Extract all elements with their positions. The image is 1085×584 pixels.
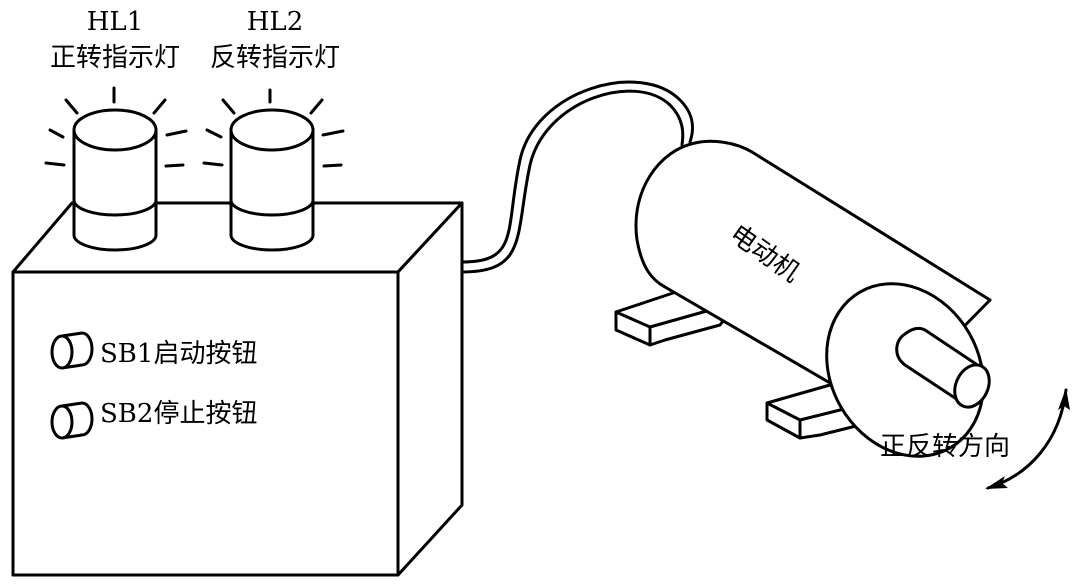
lamp-hl1	[44, 86, 188, 252]
button-sb1-label: SB1启动按钮	[100, 339, 257, 369]
motor: 电动机	[634, 139, 992, 458]
button-sb2-label: SB2停止按钮	[100, 399, 257, 429]
light-rays-icon	[202, 88, 345, 168]
lamp-hl2	[202, 88, 345, 252]
lamp-hl2-label: 反转指示灯	[210, 43, 340, 73]
button-sb1[interactable]	[50, 331, 94, 370]
lamp-hl1-id: HL1	[87, 7, 143, 37]
button-sb2[interactable]	[50, 401, 94, 440]
control-box	[11, 201, 464, 577]
lamp-hl1-label: 正转指示灯	[50, 43, 180, 73]
light-rays-icon	[44, 86, 188, 168]
cable	[460, 80, 695, 274]
rotation-direction-arrow-icon	[985, 388, 1070, 490]
rotation-label: 正反转方向	[880, 432, 1010, 462]
lamp-hl2-id: HL2	[247, 7, 303, 37]
